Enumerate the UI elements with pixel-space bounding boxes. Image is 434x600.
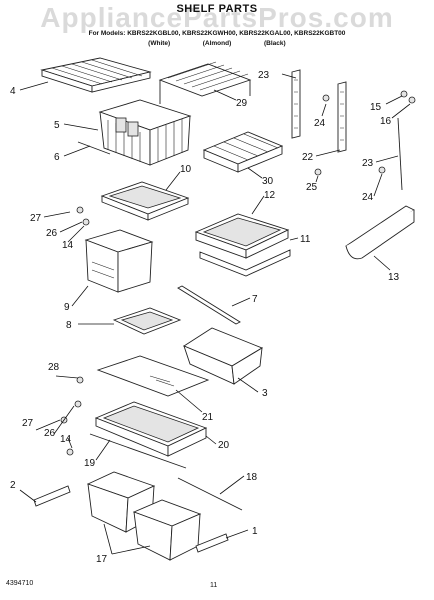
shelf-rail [177,285,241,325]
callout-15: 15 [370,102,382,113]
watermark: AppliancePartsPros.com [40,2,394,33]
color-black: (Black) [263,40,286,47]
wire-basket [98,99,192,166]
callout-28: 28 [48,362,60,373]
crisper-drawer [84,229,154,293]
callout-6: 6 [54,152,60,163]
model-list: For Models: KBRS22KGBL00, KBRS22KGWH00, … [88,30,346,37]
callout-24-right: 24 [362,192,374,203]
callout-20: 20 [218,440,230,451]
crisper-cover [194,213,290,259]
deli-pan [183,327,264,385]
page-number: 11 [210,582,218,589]
bin-right [132,499,202,561]
callout-19: 19 [84,458,96,469]
egg-tray [202,131,284,173]
glass-panel [96,355,210,397]
callout-21: 21 [202,412,214,423]
callout-16: 16 [380,116,392,127]
callout-5: 5 [54,120,60,131]
trim-right [195,533,229,553]
callout-4: 4 [10,86,16,97]
callout-3: 3 [262,388,268,399]
wire-shelf [40,57,152,93]
color-variants: (White) (Almond) (Black) [0,40,434,47]
callout-24: 24 [314,118,326,129]
callout-1: 1 [252,526,258,537]
page-title: SHELF PARTS [176,3,258,15]
trim-left [33,485,71,507]
rod-long [177,477,243,511]
callout-26: 26 [46,228,58,239]
callout-7: 7 [252,294,258,305]
color-almond: (Almond) [202,40,232,47]
callout-22: 22 [302,152,314,163]
callout-9: 9 [64,302,70,313]
callout-numbers: 4 5 6 29 23 24 15 16 22 23 25 24 30 10 1… [10,70,400,565]
callout-14-lower: 14 [60,434,72,445]
rod-short [89,433,187,469]
callout-2: 2 [10,480,16,491]
callout-23: 23 [258,70,270,81]
shelf-ladder-left [291,69,301,139]
glass-shelf-upper [100,181,190,221]
basket-rod [77,141,111,155]
callout-25: 25 [306,182,318,193]
trim-piece [345,205,415,260]
callout-8: 8 [66,320,72,331]
shelf-ladder-right [337,81,347,153]
leader-lines [19,73,411,555]
small-shelf [112,307,182,335]
callout-10: 10 [180,164,192,175]
callout-26-lower: 26 [44,428,56,439]
callout-23-right: 23 [362,158,374,169]
callout-29: 29 [236,98,248,109]
wire-rack [158,61,252,104]
callout-14: 14 [62,240,74,251]
shelf-support-rail [397,117,403,191]
callout-30: 30 [262,176,274,187]
shelf-frame [94,401,208,457]
callout-11: 11 [300,234,311,245]
callout-27: 27 [30,213,42,224]
screw-icon [314,90,416,176]
color-white: (White) [148,40,171,47]
callout-13: 13 [388,272,400,283]
crisper-frame [199,249,291,277]
callout-18: 18 [246,472,258,483]
callout-27-lower: 27 [22,418,34,429]
callout-17: 17 [96,554,108,565]
document-number: 4394710 [6,580,34,587]
callout-12: 12 [264,190,276,201]
